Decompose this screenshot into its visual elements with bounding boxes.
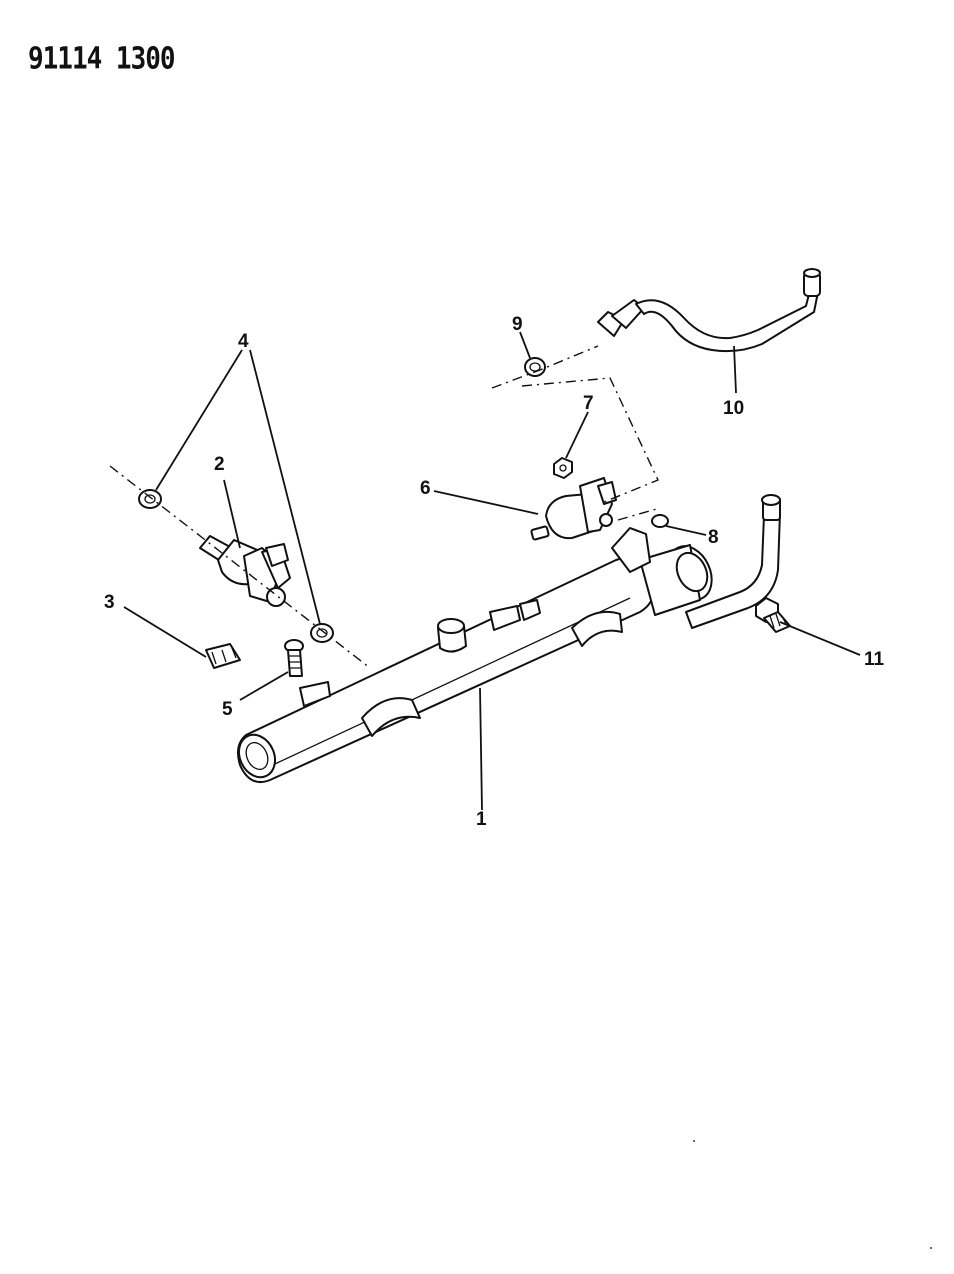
nut-7	[553, 457, 573, 479]
pressure-regulator	[530, 477, 617, 541]
document-id: 91114 1300	[28, 42, 176, 77]
callout-5: 5	[222, 699, 233, 720]
callout-7: 7	[583, 393, 594, 414]
callout-8: 8	[708, 527, 719, 548]
callout-10: 10	[723, 398, 744, 419]
rail-return-tube	[685, 494, 781, 629]
assembly-center-lines	[109, 345, 661, 669]
fuel-injector	[199, 535, 291, 607]
o-ring-upper	[138, 489, 162, 509]
scan-speck	[693, 1140, 695, 1142]
screw-5	[284, 639, 304, 677]
injector-clip	[205, 643, 241, 669]
fuel-tube	[597, 268, 821, 353]
callout-2: 2	[214, 454, 225, 475]
callout-9: 9	[512, 314, 523, 335]
callout-3: 3	[104, 592, 115, 613]
callout-11: 11	[864, 649, 885, 670]
fuel-rail	[237, 527, 713, 784]
washer-8	[651, 514, 669, 528]
callout-1: 1	[476, 809, 487, 830]
o-ring-9	[524, 357, 546, 377]
callout-4: 4	[238, 331, 249, 352]
scan-speck	[930, 1247, 932, 1249]
leader-lines	[123, 331, 861, 811]
o-ring-lower	[310, 623, 334, 643]
callout-6: 6	[420, 478, 431, 499]
bolt-11	[755, 597, 791, 633]
